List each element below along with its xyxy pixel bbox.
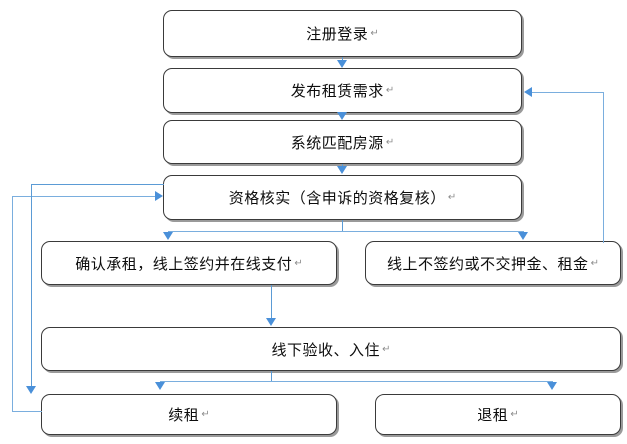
paragraph-mark-icon: ↵: [590, 257, 599, 269]
node-confirm-rent[interactable]: 确认承租，线上签约并在线支付↵: [41, 241, 337, 285]
node-register[interactable]: 注册登录↵: [163, 10, 522, 57]
node-label: 线上不签约或不交押金、租金: [387, 254, 589, 273]
node-end-lease[interactable]: 退租↵: [375, 394, 621, 435]
edge-qualification-stem: [342, 220, 343, 232]
paragraph-mark-icon: ↵: [447, 192, 457, 203]
arrowhead-down: [547, 382, 557, 390]
arrowhead-down: [266, 318, 276, 326]
paragraph-mark-icon: ↵: [385, 136, 395, 148]
edge-offline-stem: [271, 371, 272, 382]
node-no-sign-no-pay[interactable]: 线上不签约或不交押金、租金↵: [365, 241, 621, 285]
edge-renew-loop-top: [12, 196, 160, 197]
edge-inner-left-rail: [31, 184, 32, 390]
node-system-match[interactable]: 系统匹配房源↵: [163, 120, 522, 164]
node-qualification-check[interactable]: 资格核实（含申诉的资格复核）↵: [163, 175, 522, 220]
edge-renew-loop-riser: [12, 196, 13, 412]
edge-qualification-split-bar: [168, 231, 523, 232]
arrowhead-down: [163, 232, 173, 240]
arrowhead-down: [337, 166, 347, 174]
arrowhead-down: [337, 60, 347, 68]
paragraph-mark-icon: ↵: [370, 28, 379, 39]
edge-qualification-left-tap: [31, 184, 164, 185]
node-label: 发布租赁需求: [290, 82, 384, 100]
paragraph-mark-icon: ↵: [201, 409, 210, 420]
arrowhead-right: [155, 191, 163, 201]
node-label: 资格核实（含申诉的资格复核）: [228, 189, 446, 207]
node-label: 退租: [477, 406, 509, 424]
edge-nosign-loop-riser: [603, 92, 604, 242]
edge-renew-loop-bottom: [12, 411, 42, 412]
paragraph-mark-icon: ↵: [294, 257, 303, 269]
node-label: 续租: [168, 406, 200, 424]
paragraph-mark-icon: ↵: [510, 409, 519, 420]
node-label: 注册登录: [306, 25, 369, 43]
node-label: 确认承租，线上签约并在线支付: [75, 254, 293, 273]
arrowhead-down: [155, 382, 165, 390]
edge-nosign-loop-horizontal: [531, 92, 604, 93]
paragraph-mark-icon: ↵: [385, 85, 395, 96]
arrowhead-down: [26, 386, 36, 394]
edge-confirm-to-offline: [271, 285, 272, 321]
node-label: 系统匹配房源: [290, 133, 384, 152]
edge-offline-split-bar: [160, 381, 552, 382]
arrowhead-down: [337, 112, 347, 120]
node-publish-demand[interactable]: 发布租赁需求↵: [163, 68, 522, 113]
node-offline-acceptance[interactable]: 线下验收、入住↵: [41, 327, 621, 371]
arrowhead-down: [518, 232, 528, 240]
arrowhead-left: [524, 87, 532, 97]
paragraph-mark-icon: ↵: [382, 343, 391, 355]
node-renew-lease[interactable]: 续租↵: [41, 394, 337, 435]
node-label: 线下验收、入住: [271, 340, 381, 359]
